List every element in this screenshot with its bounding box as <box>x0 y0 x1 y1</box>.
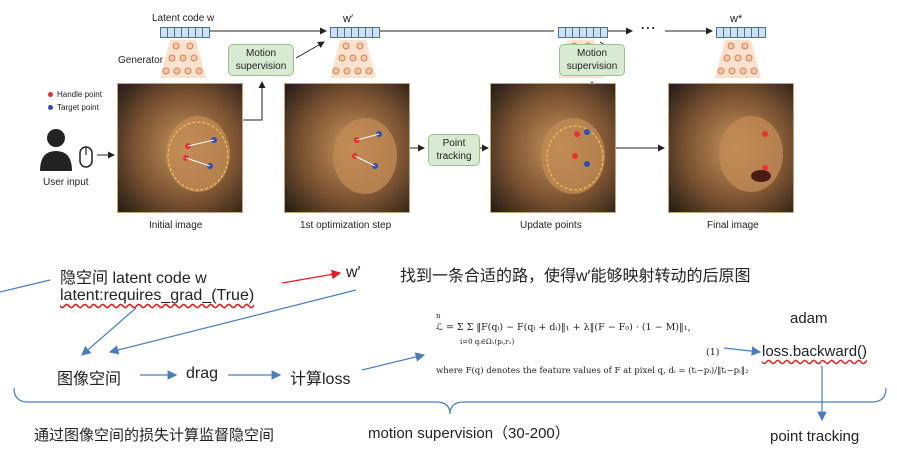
formula-where: where F(q) denotes the feature values of… <box>436 366 749 376</box>
ellipsis: ⋯ <box>640 20 656 37</box>
caption-initial: Initial image <box>149 220 203 231</box>
caption-opt-step: 1st optimization step <box>300 220 392 231</box>
user-icon <box>40 129 93 171</box>
adam-note: adam <box>790 310 828 327</box>
target-point-dot <box>48 105 53 110</box>
formula-sum-sub: i=0 qᵢ∈Ω₁(pᵢ,r₁) <box>460 338 515 346</box>
final-image <box>668 83 794 213</box>
generator-network-4 <box>715 40 761 78</box>
formula-loss: ℒ = Σ Σ ‖F(qᵢ) − F(qᵢ + dᵢ)‖₁ + λ‖(F − F… <box>436 322 691 333</box>
w-prime-vector <box>330 27 380 38</box>
legend-target: Target point <box>57 103 99 112</box>
formula-eq-num: (1) <box>706 347 720 358</box>
compute-loss-note: 计算loss <box>290 371 351 388</box>
w-prime-note: w′ <box>346 264 361 281</box>
latent-code-label: Latent code w <box>152 13 215 24</box>
drag-note: drag <box>186 365 219 382</box>
w-star-vector <box>716 27 766 38</box>
supervise-note: 通过图像空间的损失计算监督隐空间 <box>34 427 275 444</box>
user-input-label: User input <box>43 177 89 188</box>
caption-update: Update points <box>520 220 582 231</box>
latent-space-line2: latent:requires_grad_(True) <box>60 287 255 304</box>
generator-label: Generator <box>118 55 164 66</box>
w-update-vector <box>558 27 608 38</box>
initial-image <box>117 83 243 213</box>
update-points-image <box>490 83 616 213</box>
caption-final: Final image <box>707 220 759 231</box>
w-star-label: w* <box>730 13 743 25</box>
generator-network-1 <box>160 40 206 78</box>
motion-supervision-note: motion supervision（30-200） <box>368 425 570 442</box>
generator-network-2 <box>330 40 376 78</box>
handle-point-dot <box>48 92 53 97</box>
motion-supervision-box-2: Motion supervision <box>559 44 625 76</box>
find-path-note: 找到一条合适的路，使得w′能够映射转动的后原图 <box>400 268 751 285</box>
w-prime-label: w′ <box>343 13 354 25</box>
image-space-note: 图像空间 <box>57 371 122 388</box>
notes-arrows <box>0 269 887 422</box>
optimization-step-image <box>284 83 410 213</box>
point-tracking-note: point tracking <box>770 428 860 445</box>
latent-code-vector <box>160 27 210 38</box>
motion-supervision-box-1: Motion supervision <box>228 44 294 76</box>
loss-backward-note: loss.backward() <box>762 343 868 360</box>
latent-space-line1: 隐空间 latent code w <box>60 270 207 287</box>
point-tracking-box: Point tracking <box>428 134 480 166</box>
formula-sum-top: n <box>436 312 441 320</box>
legend: Handle point Target point <box>48 88 102 114</box>
legend-handle: Handle point <box>57 90 102 99</box>
